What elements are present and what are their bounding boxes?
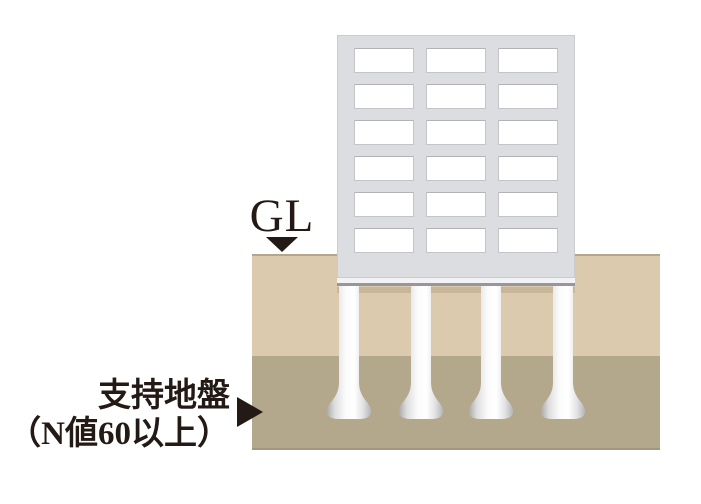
pile xyxy=(398,286,444,419)
pile xyxy=(326,286,372,419)
building-window xyxy=(498,120,558,145)
building xyxy=(337,35,575,278)
bearing-stratum-label: 支持地盤 （N値60以上） xyxy=(0,377,230,453)
building-window xyxy=(354,120,414,145)
building-window xyxy=(498,48,558,73)
building-base-highlight xyxy=(337,278,575,283)
building-window xyxy=(426,120,486,145)
bearing-stratum-label-line2: （N値60以上） xyxy=(8,416,230,452)
building-window xyxy=(498,228,558,253)
building-window xyxy=(426,84,486,109)
building-window xyxy=(498,156,558,181)
gl-marker-down-icon xyxy=(266,237,298,252)
building-window xyxy=(426,156,486,181)
soil-layer-bearing-stratum xyxy=(252,356,660,450)
gl-label: GL xyxy=(249,190,315,242)
bearing-stratum-label-line1: 支持地盤 xyxy=(98,378,230,414)
building-window xyxy=(498,192,558,217)
pile xyxy=(540,286,586,419)
building-window xyxy=(354,48,414,73)
building-window xyxy=(498,84,558,109)
building-window xyxy=(354,192,414,217)
building-window xyxy=(354,228,414,253)
building-window xyxy=(354,156,414,181)
building-ground-shadow xyxy=(337,287,575,293)
building-window xyxy=(426,192,486,217)
building-window xyxy=(354,84,414,109)
building-window xyxy=(426,228,486,253)
bearing-stratum-arrow-right-icon xyxy=(237,397,263,427)
pile xyxy=(468,286,514,419)
building-window xyxy=(426,48,486,73)
building-base-line xyxy=(337,283,575,286)
building-windows xyxy=(338,36,574,277)
